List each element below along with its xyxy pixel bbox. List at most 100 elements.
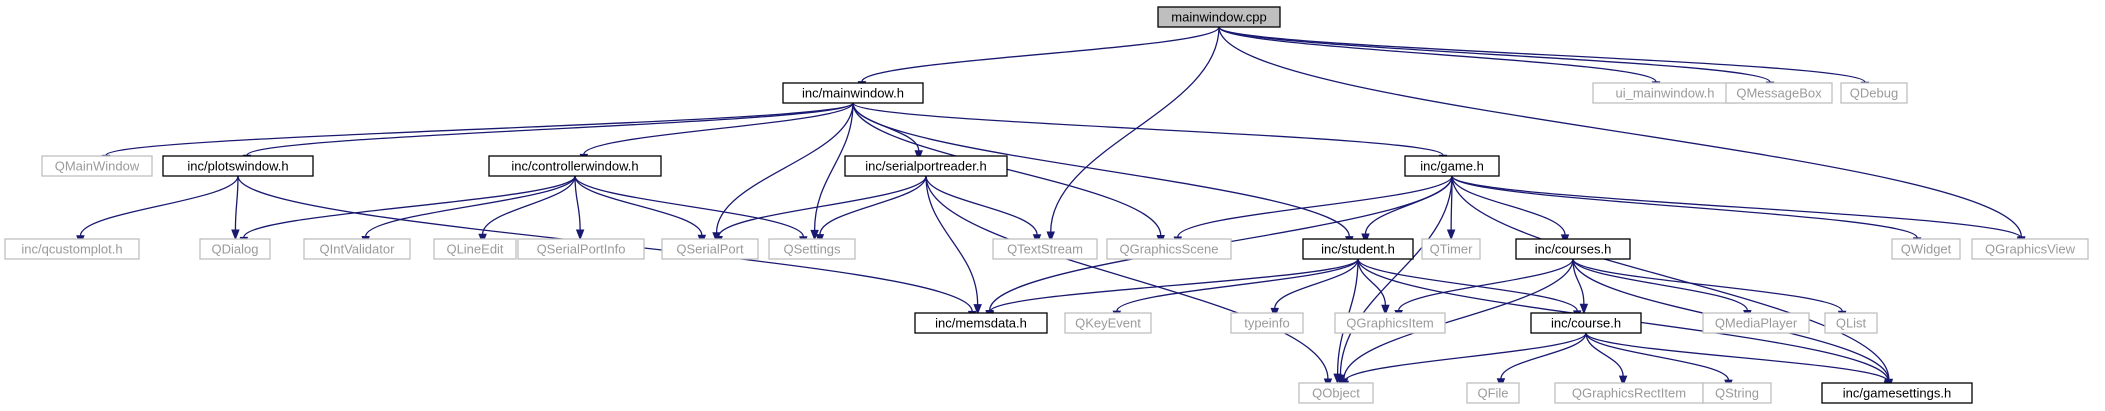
edge-inc_courses_h-to-QGraphicsItem: [1397, 258, 1574, 311]
edge-inc_student_h-to-inc_memsdata_h: [989, 258, 1359, 313]
node-box: [162, 155, 314, 177]
node-box: [1466, 382, 1520, 404]
node-box: [1702, 382, 1772, 404]
node-qserialport: QSerialPort: [661, 238, 759, 260]
node-box: [433, 238, 517, 260]
node-label: QSerialPortInfo: [537, 242, 626, 257]
node-box: [1157, 6, 1281, 28]
node-box: [1064, 312, 1152, 334]
node-box: [1840, 82, 1908, 104]
node-inc-serialportreader-h[interactable]: inc/serialportreader.h: [844, 155, 1008, 177]
node-qlist: QList: [1824, 312, 1878, 334]
node-box: [768, 238, 856, 260]
edge-inc_student_h-to-QKeyEvent: [1116, 258, 1359, 312]
node-qobject: QObject: [1298, 382, 1374, 404]
node-label: QSerialPort: [676, 242, 744, 257]
node-box: [41, 155, 153, 177]
arrowhead-mainwindow_cpp-to-QTextStream: [1046, 231, 1055, 243]
node-qmessagebox: QMessageBox: [1725, 82, 1833, 104]
node-qdialog: QDialog: [199, 238, 271, 260]
node-qfile: QFile: [1466, 382, 1520, 404]
node-label: QIntValidator: [320, 242, 396, 257]
edge-inc_controllerwindow_h-to-QDialog: [243, 175, 576, 238]
edge-inc_courses_h-to-QObject: [1343, 258, 1574, 379]
node-inc-courses-h[interactable]: inc/courses.h: [1515, 238, 1631, 260]
node-box: [992, 238, 1098, 260]
node-box: [1230, 312, 1304, 334]
node-label: QLineEdit: [446, 242, 503, 257]
node-label: inc/course.h: [1551, 316, 1621, 331]
node-label: QTextStream: [1007, 242, 1083, 257]
edge-inc_game_h-to-QObject: [1339, 175, 1453, 376]
edge-inc_controllerwindow_h-to-QSerialPort: [574, 175, 703, 236]
node-inc-gamesettings-h[interactable]: inc/gamesettings.h: [1821, 382, 1973, 404]
node-label: inc/memsdata.h: [935, 316, 1027, 331]
node-box: [1824, 312, 1878, 334]
node-label: QGraphicsScene: [1120, 242, 1219, 257]
node-label: QDialog: [212, 242, 259, 257]
node-label: QMediaPlayer: [1715, 316, 1798, 331]
node-label: inc/student.h: [1321, 242, 1395, 257]
node-typeinfo: typeinfo: [1230, 312, 1304, 334]
edge-mainwindow_cpp-to-QGraphicsView: [1218, 26, 2022, 237]
node-inc-game-h[interactable]: inc/game.h: [1404, 155, 1500, 177]
node-box: [1302, 238, 1414, 260]
node-box: [4, 238, 140, 260]
arrowhead-inc_mainwindow_h-to-inc_serialportreader_h: [914, 150, 923, 162]
node-box: [488, 155, 662, 177]
node-inc-student-h[interactable]: inc/student.h: [1302, 238, 1414, 260]
node-inc-memsdata-h[interactable]: inc/memsdata.h: [914, 312, 1048, 334]
node-box: [1515, 238, 1631, 260]
node-inc-course-h[interactable]: inc/course.h: [1530, 312, 1642, 334]
arrowhead-inc_serialportreader_h-to-inc_memsdata_h: [973, 304, 982, 316]
edge-inc_controllerwindow_h-to-QLineEdit: [481, 175, 576, 235]
node-label: QObject: [1312, 386, 1360, 401]
edge-inc_mainwindow_h-to-inc_controllerwindow_h: [583, 102, 854, 155]
node-mainwindow-cpp[interactable]: mainwindow.cpp: [1157, 6, 1281, 28]
arrowhead-inc_game_h-to-QTimer: [1446, 229, 1456, 241]
node-label: QGraphicsRectItem: [1572, 386, 1686, 401]
node-box: [914, 312, 1048, 334]
edge-inc_student_h-to-typeinfo: [1274, 258, 1359, 309]
node-label: QGraphicsItem: [1346, 316, 1433, 331]
node-box: [1298, 382, 1374, 404]
node-inc-controllerwindow-h[interactable]: inc/controllerwindow.h: [488, 155, 662, 177]
node-box: [1891, 238, 1961, 260]
edge-inc_plotswindow_h-to-inc_qcustomplot_h: [79, 175, 239, 236]
node-inc-plotswindow-h[interactable]: inc/plotswindow.h: [162, 155, 314, 177]
node-label: inc/courses.h: [1535, 242, 1612, 257]
node-label: inc/plotswindow.h: [187, 159, 288, 174]
node-label: QSettings: [783, 242, 841, 257]
node-box: [1334, 312, 1446, 334]
node-label: QList: [1836, 316, 1867, 331]
edge-mainwindow_cpp-to-QDebug: [1218, 26, 1866, 83]
edge-inc_mainwindow_h-to-inc_student_h: [852, 102, 1350, 237]
arrowhead-inc_student_h-to-QObject: [1333, 373, 1342, 385]
edge-inc_controllerwindow_h-to-QSerialPortInfo: [574, 175, 581, 231]
edge-inc_controllerwindow_h-to-QSettings: [574, 175, 804, 237]
node-qstring: QString: [1702, 382, 1772, 404]
node-box: [1725, 82, 1833, 104]
edge-inc_game_h-to-QGraphicsScene: [1177, 175, 1453, 238]
node-inc-qcustomplot-h: inc/qcustomplot.h: [4, 238, 140, 260]
node-box: [303, 238, 411, 260]
node-qkeyevent: QKeyEvent: [1064, 312, 1152, 334]
node-label: mainwindow.cpp: [1171, 10, 1266, 25]
node-label: inc/gamesettings.h: [1843, 386, 1951, 401]
edge-inc_course_h-to-QString: [1585, 332, 1730, 381]
node-box: [1404, 155, 1500, 177]
edge-inc_game_h-to-inc_courses_h: [1451, 175, 1566, 235]
node-label: QGraphicsView: [1985, 242, 2076, 257]
edge-inc_plotswindow_h-to-QDialog: [234, 175, 239, 231]
node-box: [1530, 312, 1642, 334]
edge-inc_mainwindow_h-to-inc_plotswindow_h: [246, 102, 854, 156]
edge-inc_mainwindow_h-to-QMainWindow: [105, 102, 854, 156]
arrowhead-inc_courses_h-to-inc_course_h: [1579, 303, 1589, 315]
edge-mainwindow_cpp-to-ui_mainwindow_h: [1218, 26, 1657, 83]
node-qintvalidator: QIntValidator: [303, 238, 411, 260]
node-inc-mainwindow-h[interactable]: inc/mainwindow.h: [782, 82, 924, 104]
node-qtextstream: QTextStream: [992, 238, 1098, 260]
edge-mainwindow_cpp-to-inc_mainwindow_h: [861, 26, 1220, 82]
node-box: [1702, 312, 1810, 334]
